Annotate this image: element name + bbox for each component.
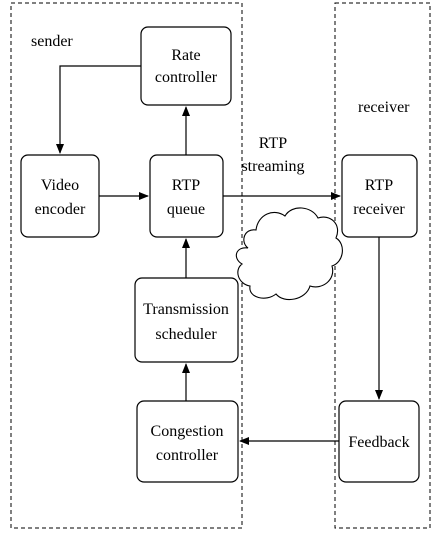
video-encoder-label-line1: Video [41, 177, 79, 194]
transmission-scheduler-label-line2: scheduler [155, 326, 217, 343]
rate-controller-label-line1: Rate [171, 47, 200, 64]
feedback-label: Feedback [348, 434, 409, 451]
rtp-queue-box: RTP queue [149, 154, 224, 238]
arrow-rate-controller-to-video-encoder [56, 65, 141, 154]
rtp-queue-label-line1: RTP [172, 177, 200, 194]
rtp-streaming-label-line1: RTP [259, 135, 287, 152]
rate-controller-box: Rate controller [140, 26, 232, 106]
video-encoder-box: Video encoder [20, 154, 100, 238]
rate-controller-label-line2: controller [155, 69, 218, 86]
receiver-label: receiver [358, 99, 410, 116]
congestion-controller-label-line2: controller [156, 447, 219, 464]
rtp-receiver-box: RTP receiver [341, 154, 418, 238]
receiver-region [334, 2, 431, 529]
cloud-icon [235, 207, 343, 301]
rtp-receiver-label-line2: receiver [353, 201, 405, 218]
rtp-receiver-label-line1: RTP [365, 177, 393, 194]
video-encoder-label-line2: encoder [35, 201, 86, 218]
congestion-controller-label-line1: Congestion [151, 423, 224, 440]
rtp-queue-label-line2: queue [167, 201, 205, 218]
sender-label: sender [31, 33, 73, 50]
transmission-scheduler-label-line1: Transmission [143, 301, 229, 318]
rtp-streaming-label-line2: streaming [241, 158, 304, 175]
feedback-box: Feedback [338, 400, 420, 483]
congestion-controller-box: Congestion controller [136, 400, 239, 483]
transmission-scheduler-box: Transmission scheduler [134, 277, 239, 363]
